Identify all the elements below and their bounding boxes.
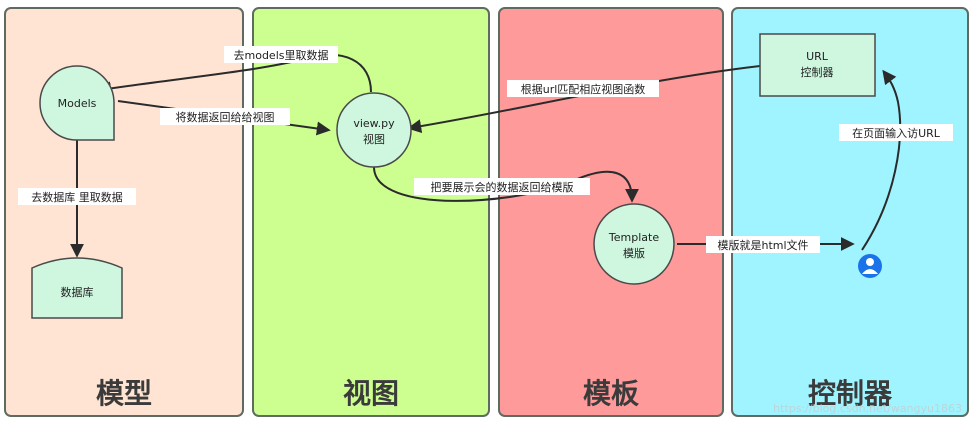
edge-label-bg xyxy=(18,188,136,205)
zone-model-panel xyxy=(4,7,244,417)
edge-label-bg xyxy=(839,124,953,141)
user-icon xyxy=(858,254,882,278)
edge-label-bg xyxy=(160,108,290,125)
edge-label-text: 把要展示会的数据返回给模版 xyxy=(431,180,574,194)
node-template-label-2: 模版 xyxy=(623,246,645,260)
zone-controller: 控制器 xyxy=(731,7,969,417)
node-view: view.py 视图 xyxy=(336,92,412,168)
node-view-label-2: 视图 xyxy=(363,132,385,146)
edge-label-text: 在页面输入访URL xyxy=(852,126,941,140)
node-models: Models xyxy=(39,65,115,141)
node-view-shape xyxy=(336,92,412,168)
edge-label-bg xyxy=(706,236,820,253)
zone-controller-panel xyxy=(731,7,969,417)
zone-controller-title: 控制器 xyxy=(808,377,893,410)
zone-view-panel xyxy=(252,7,490,417)
edge-label-text: 将数据返回给给视图 xyxy=(176,110,275,124)
user-icon-body xyxy=(862,269,878,274)
edge-label-bg xyxy=(414,178,590,195)
edge-label-template-to-user: 模版就是html文件 xyxy=(706,236,820,253)
zone-model: 模型 xyxy=(4,7,244,417)
edge-label-text: 去数据库 里取数据 xyxy=(31,190,123,204)
node-database-label: 数据库 xyxy=(61,285,94,299)
user-icon-head xyxy=(866,258,874,266)
node-template-shape xyxy=(593,203,675,285)
node-database: 数据库 xyxy=(31,257,123,319)
node-view-label-1: view.py xyxy=(353,117,395,130)
watermark: https://blog.csdn.net/wangyu1863 xyxy=(773,402,962,415)
node-models-shape xyxy=(39,65,115,141)
edge-label-view-to-template: 把要展示会的数据返回给模版 xyxy=(414,178,590,195)
edge-label-models-to-db: 去数据库 里取数据 xyxy=(18,188,136,205)
edge-label-text: 根据url匹配相应视图函数 xyxy=(521,82,646,96)
edge-label-bg xyxy=(507,80,659,97)
edge-label-text: 模版就是html文件 xyxy=(717,238,808,252)
zone-view: 视图 xyxy=(252,7,490,417)
node-template-label-1: Template xyxy=(608,231,659,244)
node-url-label-1: URL xyxy=(806,50,829,63)
node-template: Template 模版 xyxy=(593,203,675,285)
edge-label-view-to-models: 去models里取数据 xyxy=(224,46,338,63)
edge-label-bg xyxy=(224,46,338,63)
edge-label-models-to-view: 将数据返回给给视图 xyxy=(160,108,290,125)
edge-label-user-to-url: 在页面输入访URL xyxy=(839,124,953,141)
zone-view-title: 视图 xyxy=(343,377,399,410)
node-url-label-2: 控制器 xyxy=(801,65,834,79)
edge-user-to-url xyxy=(861,69,902,251)
node-url-controller: URL 控制器 xyxy=(759,33,876,97)
node-models-label: Models xyxy=(58,97,97,110)
edge-label-text: 去models里取数据 xyxy=(234,48,329,62)
zone-template-title: 模板 xyxy=(583,377,639,410)
node-database-shape xyxy=(31,257,123,319)
node-url-shape xyxy=(759,33,876,97)
edge-label-url-to-view: 根据url匹配相应视图函数 xyxy=(507,80,659,97)
zone-model-title: 模型 xyxy=(96,377,152,410)
